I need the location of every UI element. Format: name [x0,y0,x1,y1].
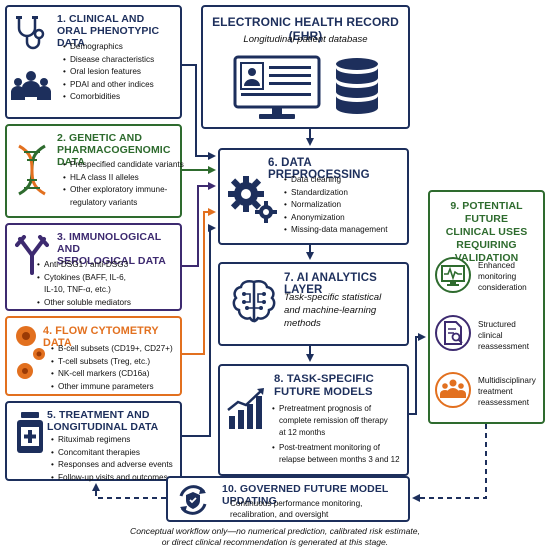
brain-icon [230,278,278,329]
genetic-list: Prespecified candidate variants HLA clas… [63,159,184,209]
list-item: Cytokines (BAFF, IL-6, [37,272,131,285]
refresh-shield-icon [176,483,210,522]
monitor-icon [233,55,321,126]
list-item: Other soluble mediators [37,297,131,310]
medicine-bottle-icon [14,411,46,460]
governed-title: 10. GOVERNED FUTURE MODEL UPDATING [222,483,389,507]
arrow-governed-to-inputs [92,483,166,499]
ehr-title: ELECTRONIC HEALTH RECORD (EHR) [212,15,399,43]
people-icon [11,67,51,112]
list-item: Prespecified candidate variants [63,159,184,172]
list-item: NK-cell markers (CD16a) [51,368,173,381]
clinical-document-icon [434,314,472,357]
arrow-clinical-to-preprocessing [182,64,216,160]
list-item: Comorbidities [63,91,154,104]
list-item: Anonymization [284,212,387,225]
models-list: Pretreatment prognosis of complete remis… [272,403,400,466]
arrow-models-to-future-uses [409,333,426,415]
ehr-box: ELECTRONIC HEALTH RECORD (EHR) Longitudi… [201,5,410,129]
footer-note: Conceptual workflow only—no numerical pr… [130,526,420,547]
arrow-immuno-to-preprocessing [182,182,216,267]
list-item: at 12 months [279,427,326,437]
preprocessing-box: 6. DATA PREPROCESSING Data cleaning Stan… [218,148,409,245]
flow-list: B-cell subsets (CD19+, CD27+) T-cell sub… [51,343,173,393]
flow-cytometry-box: 4. FLOW CYTOMETRY DATA B-cell subsets (C… [5,316,182,396]
list-item: B-cell subsets (CD19+, CD27+) [51,343,173,356]
list-item: Pretreatment prognosis of [272,403,400,415]
database-icon [334,57,380,122]
list-item: Post-treatment monitoring of [272,442,400,454]
list-item: Standardization [284,187,387,200]
gears-icon [226,172,278,229]
arrow-flow-to-preprocessing [182,208,216,355]
analytics-box: 7. AI ANALYTICS LAYER Task-specific stat… [218,262,409,346]
arrow-treatment-to-preprocessing [182,224,216,437]
list-item: Demographics [63,41,154,54]
list-item: Concomitant therapies [51,447,173,460]
list-item: PDAI and other indices [63,79,154,92]
cells-icon [13,324,47,387]
list-item: complete remission off therapy [279,415,388,425]
list-item: relapse between months 3 and 12 [279,455,400,465]
list-item: Responses and adverse events [51,459,173,472]
heart-monitor-icon [434,256,472,299]
treatment-list: Rituximab regimens Concomitant therapies… [51,434,173,484]
clinical-list: Demographics Disease characteristics Ora… [63,41,154,104]
list-item: Other exploratory immune- [63,184,184,197]
list-item: HLA class II alleles [63,172,184,185]
list-item: Disease characteristics [63,54,154,67]
immuno-list: Anti-DSG1 / anti-DSG3 Cytokines (BAFF, I… [37,259,131,309]
preprocessing-list: Data cleaning Standardization Normalizat… [284,174,387,237]
list-item: T-cell subsets (Treg, etc.) [51,356,173,369]
list-item: Data cleaning [284,174,387,187]
list-item: Follow-up visits and outcomes [51,472,173,485]
list-item: Normalization [284,199,387,212]
bar-chart-icon [226,386,270,437]
governed-updating-box: 10. GOVERNED FUTURE MODEL UPDATING Conti… [166,476,410,522]
ehr-subtitle: Longitudinal patient database [243,34,368,45]
analytics-title: 7. AI ANALYTICS LAYER [284,272,377,296]
dna-icon [15,144,49,201]
list-item: Oral lesion features [63,66,154,79]
arrow-future-uses-to-governed [412,424,487,502]
list-item: regulatory variants [70,197,138,207]
list-item: Rituximab regimens [51,434,173,447]
list-item: Anti-DSG1 / anti-DSG3 [37,259,131,272]
team-icon [434,371,472,414]
stethoscope-icon [13,15,49,58]
list-item: IL-10, TNF-α, etc.) [44,285,111,295]
governed-description: Continuous performance monitoring,recali… [230,499,363,519]
list-item: Other immune parameters [51,381,173,394]
antibody-icon [15,235,49,280]
list-item: Missing-data management [284,224,387,237]
